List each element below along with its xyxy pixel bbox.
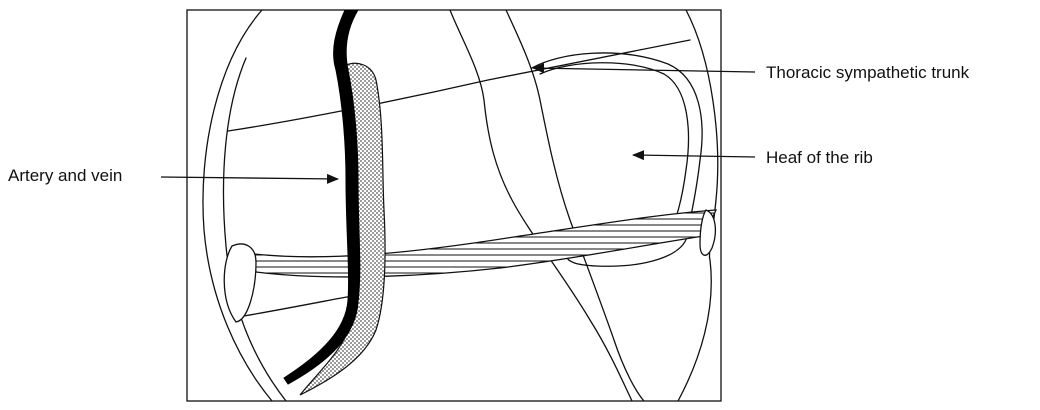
image-frame <box>187 10 721 401</box>
label-thoracic-sympathetic-trunk: Thoracic sympathetic trunk <box>766 63 969 83</box>
label-artery-and-vein: Artery and vein <box>8 166 122 186</box>
label-head-of-rib: Heaf of the rib <box>766 148 873 168</box>
